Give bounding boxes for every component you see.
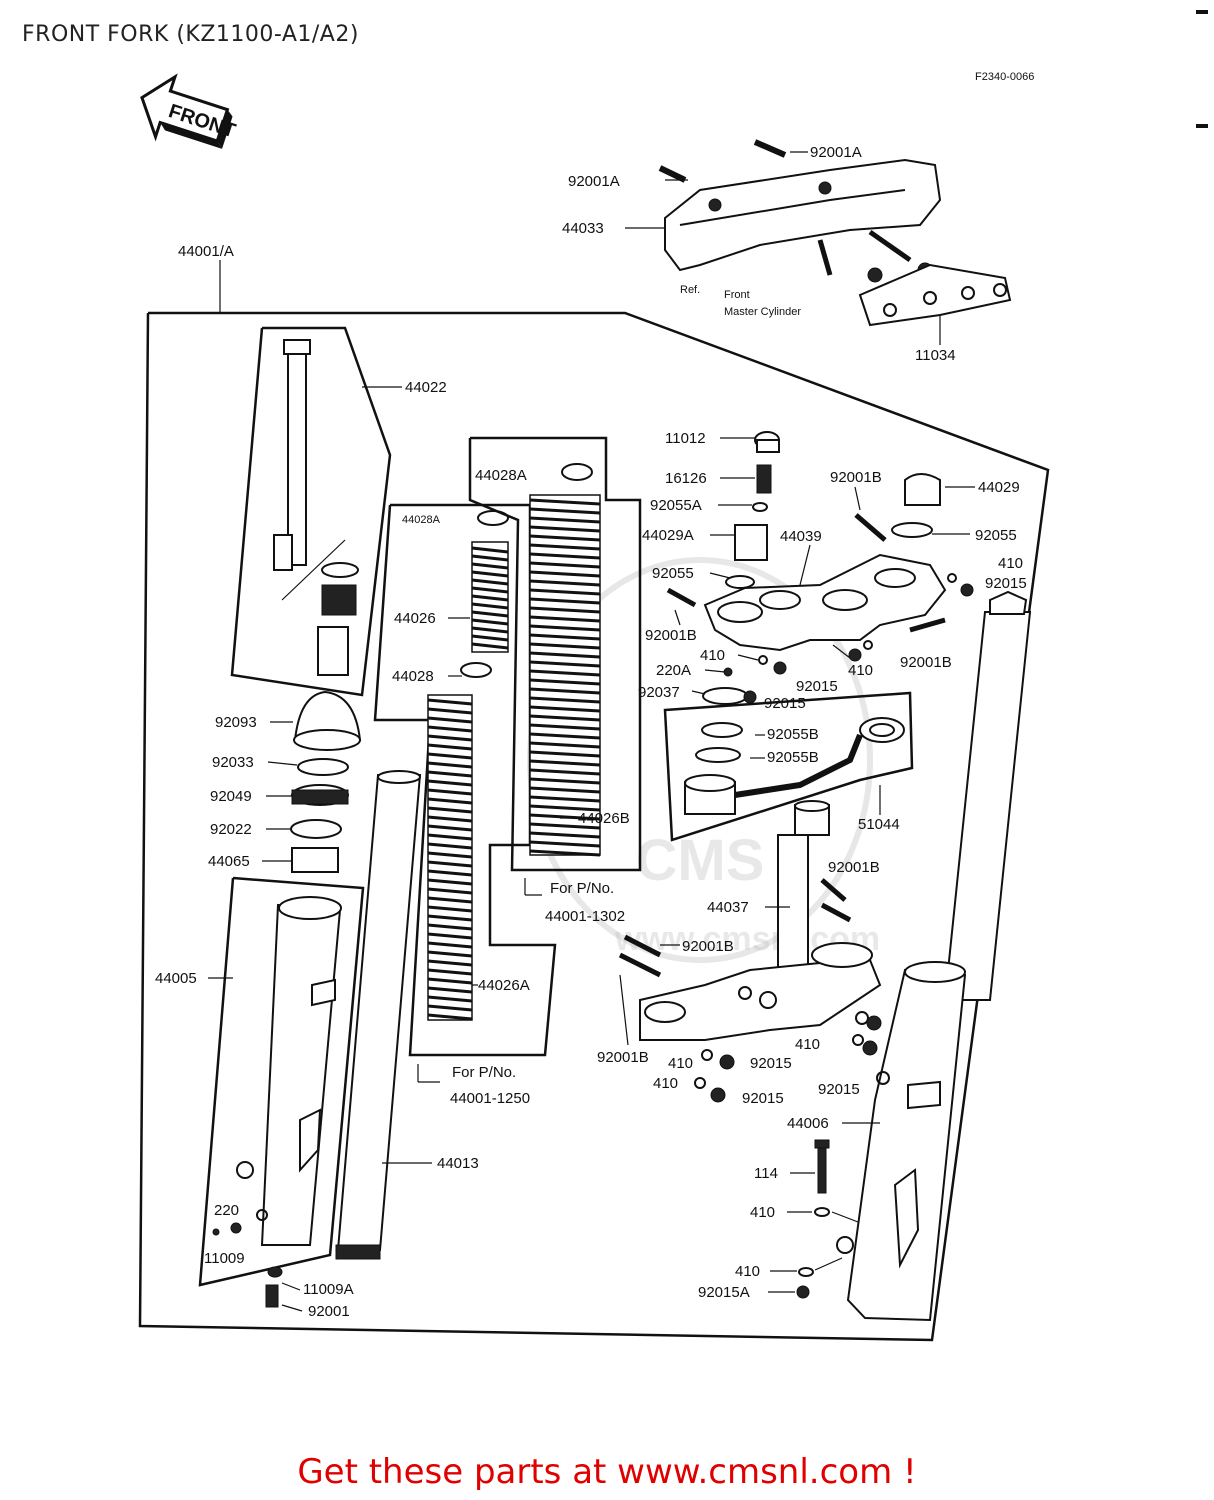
handlebar-holder-group [658,139,1012,327]
part-label[interactable]: 44001/A [178,243,234,260]
top-caps [666,431,974,705]
part-label[interactable]: 92033 [212,754,254,771]
part-label[interactable]: 92055B [767,726,819,743]
part-label[interactable]: 410 [700,647,725,664]
part-label[interactable]: 92022 [210,821,252,838]
part-label[interactable]: 44026 [394,610,436,627]
kit-box-1302 [468,436,642,872]
spring-44026B [529,494,601,857]
part-label[interactable]: 92055 [652,565,694,582]
part-label[interactable]: 44006 [787,1115,829,1132]
kit-box-44022 [230,326,392,697]
part-label[interactable]: 92001B [645,627,697,644]
part-label[interactable]: 410 [653,1075,678,1092]
part-label[interactable]: 92015A [698,1284,750,1301]
part-label[interactable]: 220 [214,1202,239,1219]
part-label[interactable]: 220A [656,662,691,679]
part-label[interactable]: 410 [848,662,873,679]
part-label[interactable]: 114 [754,1165,778,1182]
part-label[interactable]: 44065 [208,853,250,870]
part-label[interactable]: 44029A [642,527,694,544]
ref-note: Front [724,289,750,301]
part-label[interactable]: 44028 [392,668,434,685]
part-label[interactable]: 16126 [665,470,707,487]
part-label[interactable]: 44026A [478,977,530,994]
part-label[interactable]: 92015 [750,1055,792,1072]
part-label[interactable]: 44022 [405,379,447,396]
part-label[interactable]: 44013 [437,1155,479,1172]
svg-text:CMS: CMS [636,828,765,893]
right-fork-assembly [836,590,1032,1322]
part-label[interactable]: 92015 [742,1090,784,1107]
part-label[interactable]: 92015 [818,1081,860,1098]
part-label[interactable]: 92055 [975,527,1017,544]
front-direction-arrow: FRONT [140,73,238,149]
part-label[interactable]: 92055A [650,497,702,514]
part-label[interactable]: 92001B [828,859,880,876]
part-label[interactable]: 92001A [568,173,620,190]
part-label[interactable]: 410 [735,1263,760,1280]
part-label[interactable]: 92015 [764,695,806,712]
part-label[interactable]: 92001A [810,144,862,161]
ref-note: Master Cylinder [724,306,801,318]
spring-44026 [471,541,509,653]
part-label[interactable]: 410 [668,1055,693,1072]
ref-note: Ref. [680,284,700,296]
part-label[interactable]: 51044 [858,816,900,833]
part-label[interactable]: 92015 [796,678,838,695]
part-label[interactable]: 92037 [638,684,680,701]
damper-rod [273,339,359,676]
part-label[interactable]: 11012 [665,430,706,447]
part-label[interactable]: 44028A [402,514,441,526]
part-label[interactable]: 92001B [830,469,882,486]
part-label[interactable]: 92001 [308,1303,350,1320]
exploded-parts-diagram: F2340-0066 CMS www.cmsnl.com FRONT 44001… [138,10,1208,1342]
part-label[interactable]: 11034 [915,347,956,364]
part-label[interactable]: 44005 [155,970,197,987]
part-label[interactable]: 92001B [682,938,734,955]
inner-tube-44013 [335,770,422,1260]
part-label[interactable]: 92055B [767,749,819,766]
figure-code: F2340-0066 [975,71,1034,83]
page-title: FRONT FORK (KZ1100-A1/A2) [22,22,359,47]
kit-note-1250: 44001-1250 [450,1090,530,1107]
upper-bracket-44039 [703,553,947,652]
spring-44026A [427,694,473,1021]
scan-mark [1196,124,1208,128]
part-label[interactable]: 44039 [780,528,822,545]
footer-link[interactable]: Get these parts at www.cmsnl.com ! [297,1452,917,1492]
part-label[interactable]: 44033 [562,220,604,237]
part-label[interactable]: 92001B [900,654,952,671]
part-label[interactable]: 44026B [578,810,630,827]
kit-box-51044 [663,691,914,842]
part-label[interactable]: 11009A [303,1281,354,1298]
scan-mark [1196,10,1208,14]
part-label[interactable]: 410 [998,555,1023,572]
part-label[interactable]: 92001B [597,1049,649,1066]
dust-seal-group [290,690,362,873]
kit-box-44005 [198,876,365,1287]
part-label[interactable]: 44037 [707,899,749,916]
kit-note-1250: For P/No. [452,1064,516,1081]
part-label[interactable]: 410 [795,1036,820,1053]
part-label[interactable]: 410 [750,1204,775,1221]
kit-note-1302: 44001-1302 [545,908,625,925]
outer-tube-44005 [236,896,342,1246]
part-label[interactable]: 92093 [215,714,257,731]
part-label[interactable]: 92015 [985,575,1027,592]
part-label[interactable]: 92049 [210,788,252,805]
part-label[interactable]: 44028A [475,467,527,484]
kit-note-1302: For P/No. [550,880,614,897]
brake-hose [684,717,905,815]
part-label[interactable]: 11009 [204,1250,245,1267]
part-label[interactable]: 44029 [978,479,1020,496]
